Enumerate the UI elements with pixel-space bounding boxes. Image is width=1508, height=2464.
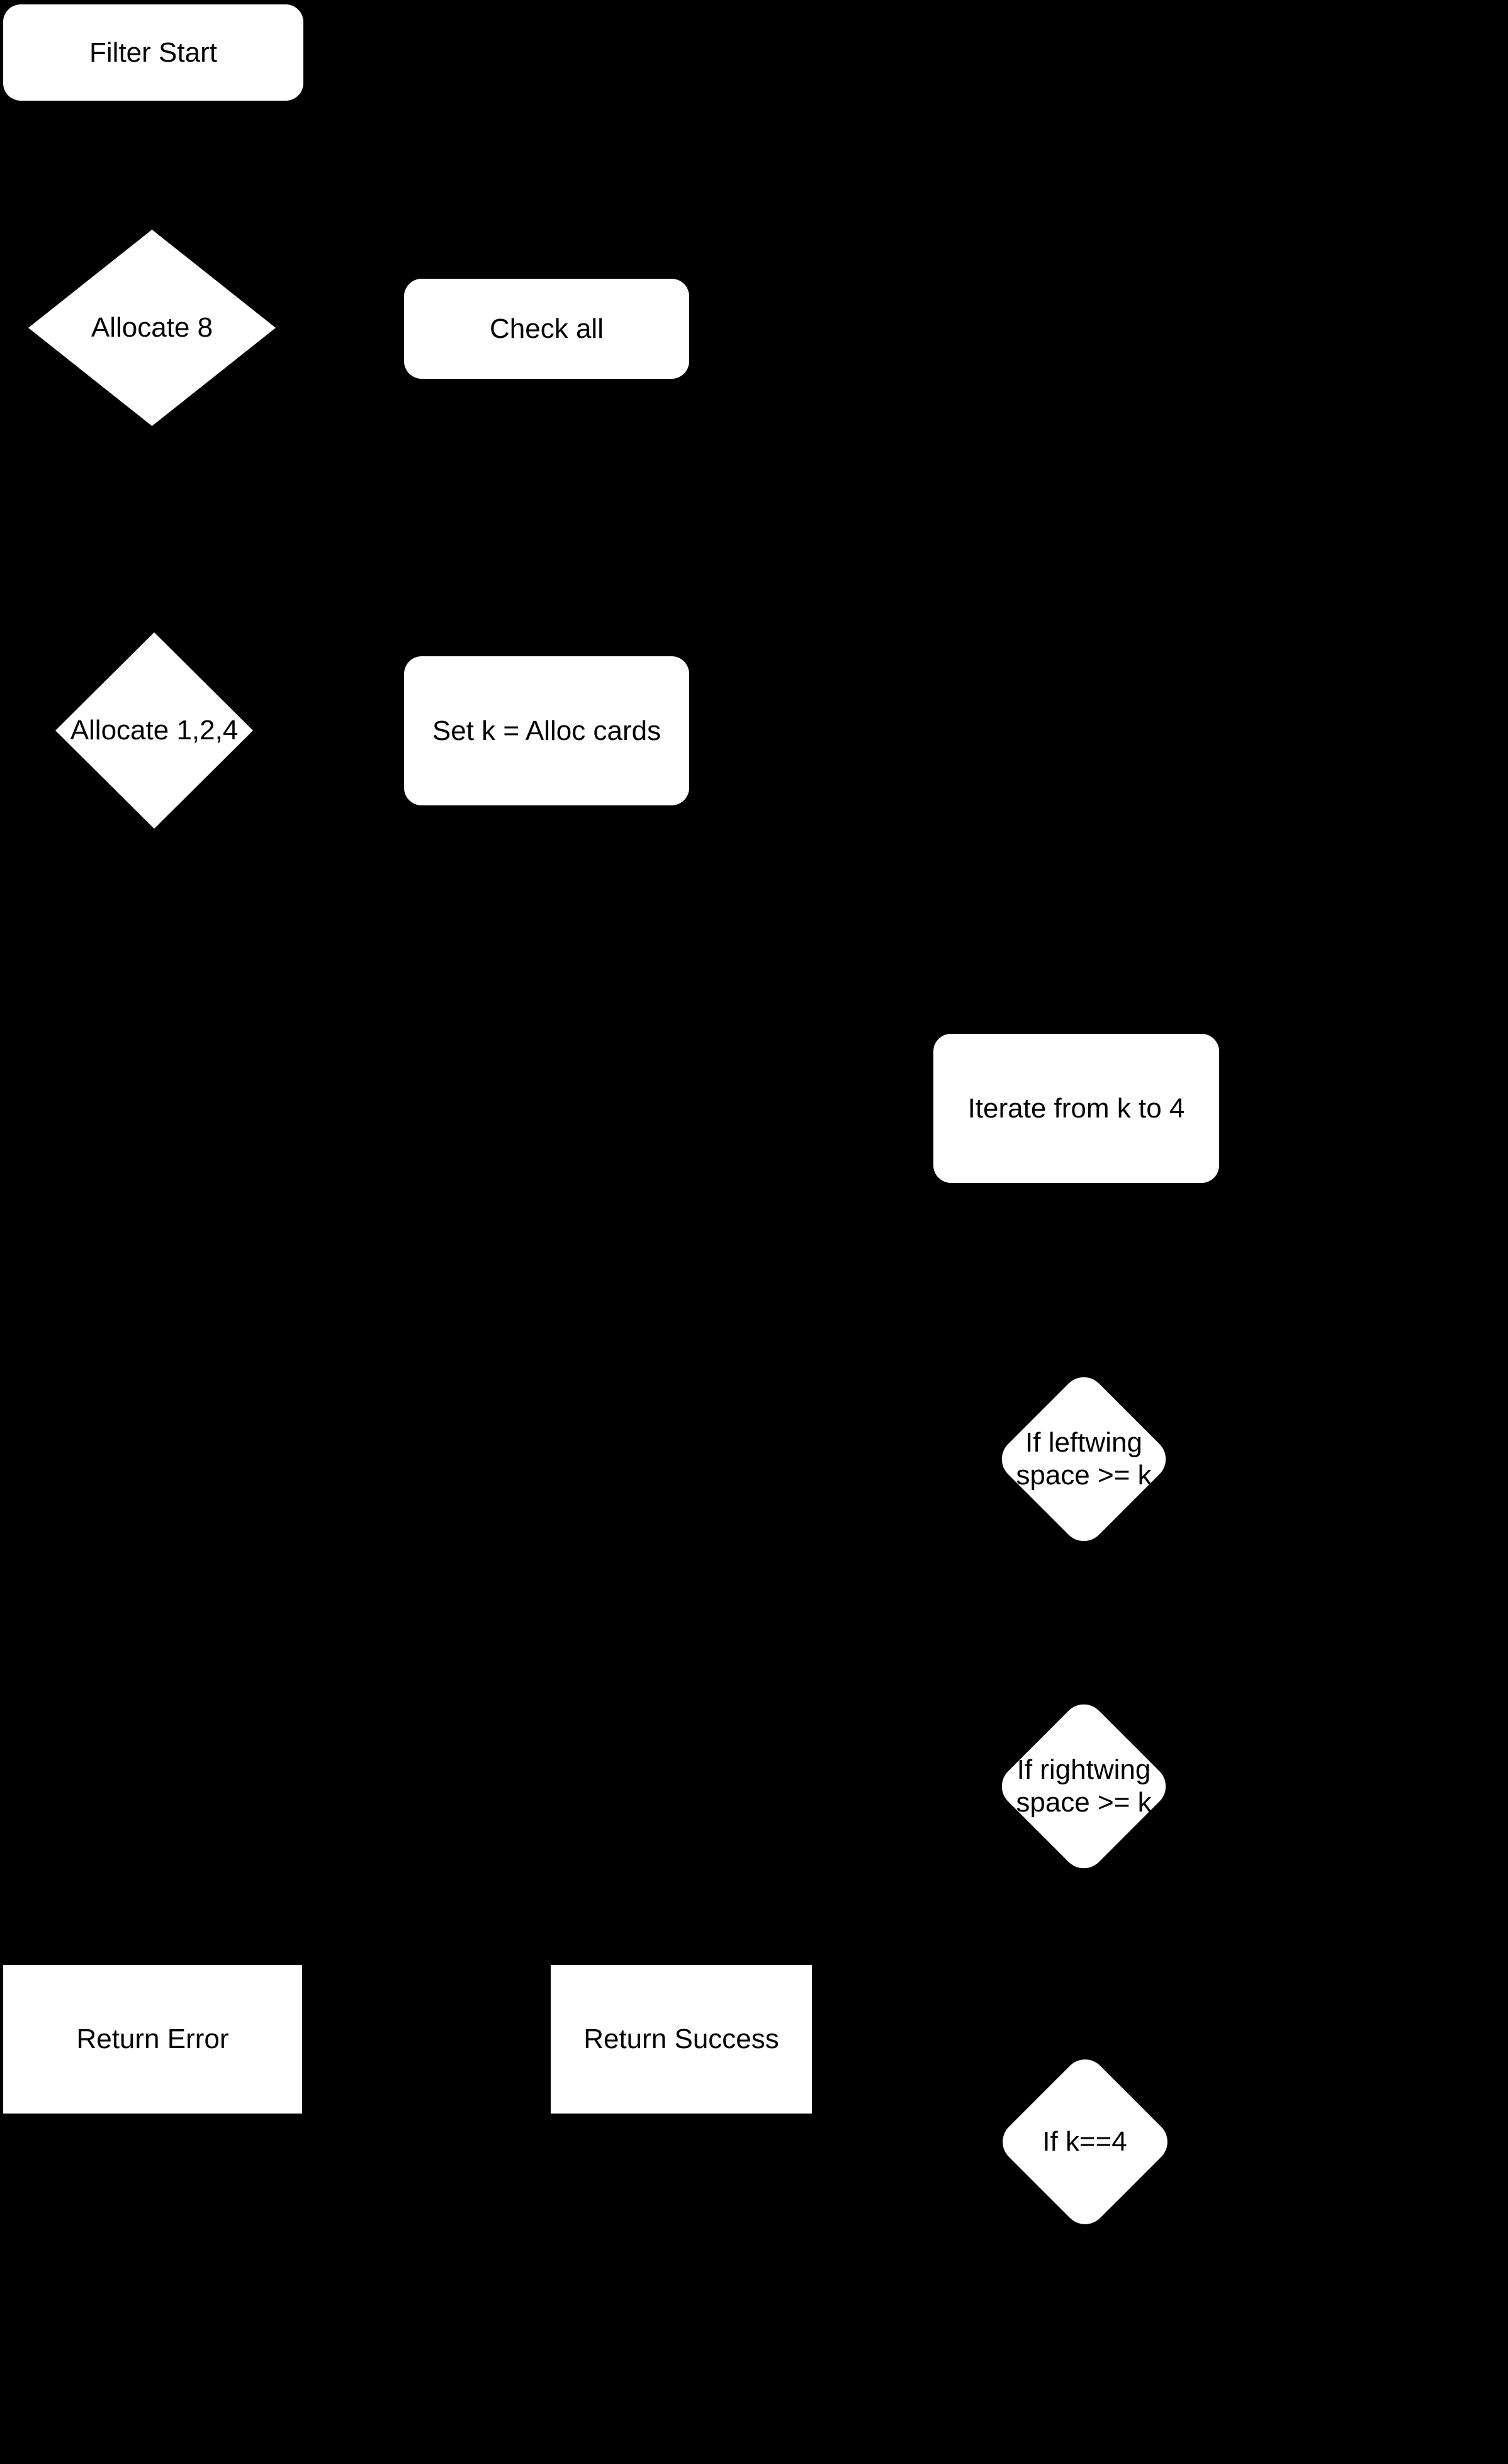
- node-check-all[interactable]: [404, 279, 689, 379]
- node-iterate-k-to-4[interactable]: [933, 1034, 1219, 1183]
- diamond-body: [993, 2050, 1176, 2233]
- node-if-leftwing-space[interactable]: [993, 1368, 1175, 1550]
- node-allocate-1-2-4[interactable]: [55, 632, 253, 829]
- node-return-error[interactable]: [3, 1965, 302, 2114]
- node-if-k-equals-4[interactable]: [993, 2049, 1176, 2234]
- node-if-rightwing-space[interactable]: [993, 1695, 1175, 1877]
- node-return-success[interactable]: [551, 1965, 812, 2114]
- node-allocate-8[interactable]: [28, 230, 276, 426]
- diamond-body: [993, 1695, 1175, 1877]
- node-set-k[interactable]: [404, 656, 689, 805]
- node-filter-start[interactable]: [3, 4, 303, 101]
- diamond-body: [993, 1368, 1175, 1550]
